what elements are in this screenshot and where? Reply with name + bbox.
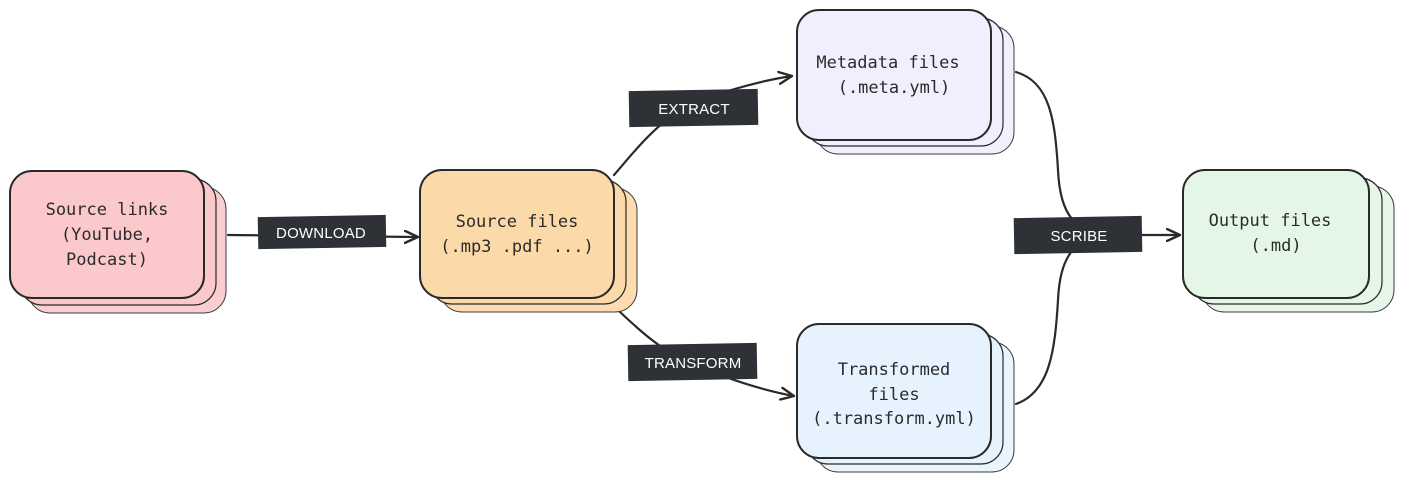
scribe-curve-bottom (1014, 234, 1112, 406)
source-files-node: Source files (.mp3 .pdf ...) (419, 169, 638, 313)
source-links-node: Source links (YouTube, Podcast) (9, 170, 227, 314)
source-links-line-1: Source links (46, 200, 169, 220)
metadata-files-line-1: Metadata files (816, 53, 959, 73)
extract-label-text: EXTRACT (658, 101, 729, 118)
scribe-curve-top (1014, 70, 1112, 236)
transformed-files-line-2: files (868, 385, 919, 405)
scribe-label-text: SCRIBE (1050, 228, 1107, 245)
output-files-node: Output files (.md) (1182, 169, 1395, 313)
transformed-files-node: Transformed files (.transform.yml) (796, 323, 1015, 473)
extract-label: EXTRACT (628, 88, 759, 128)
transform-label: TRANSFORM (627, 342, 758, 382)
transform-label-text: TRANSFORM (645, 355, 742, 372)
output-files-line-2: (.md) (1250, 236, 1301, 256)
metadata-files-node: Metadata files (.meta.yml) (796, 9, 1015, 155)
download-label-text: DOWNLOAD (276, 225, 366, 242)
download-label: DOWNLOAD (257, 214, 387, 250)
source-files-line-2: (.mp3 .pdf ...) (440, 237, 594, 257)
metadata-files-line-2: (.meta.yml) (838, 78, 951, 98)
scribe-label: SCRIBE (1013, 215, 1143, 255)
source-links-line-2: (YouTube, (61, 225, 153, 245)
transformed-files-line-3: (.transform.yml) (812, 409, 976, 429)
transformed-files-line-1: Transformed (838, 360, 951, 380)
output-files-line-1: Output files (1209, 211, 1332, 231)
source-files-line-1: Source files (456, 212, 579, 232)
source-links-line-3: Podcast) (66, 250, 148, 270)
